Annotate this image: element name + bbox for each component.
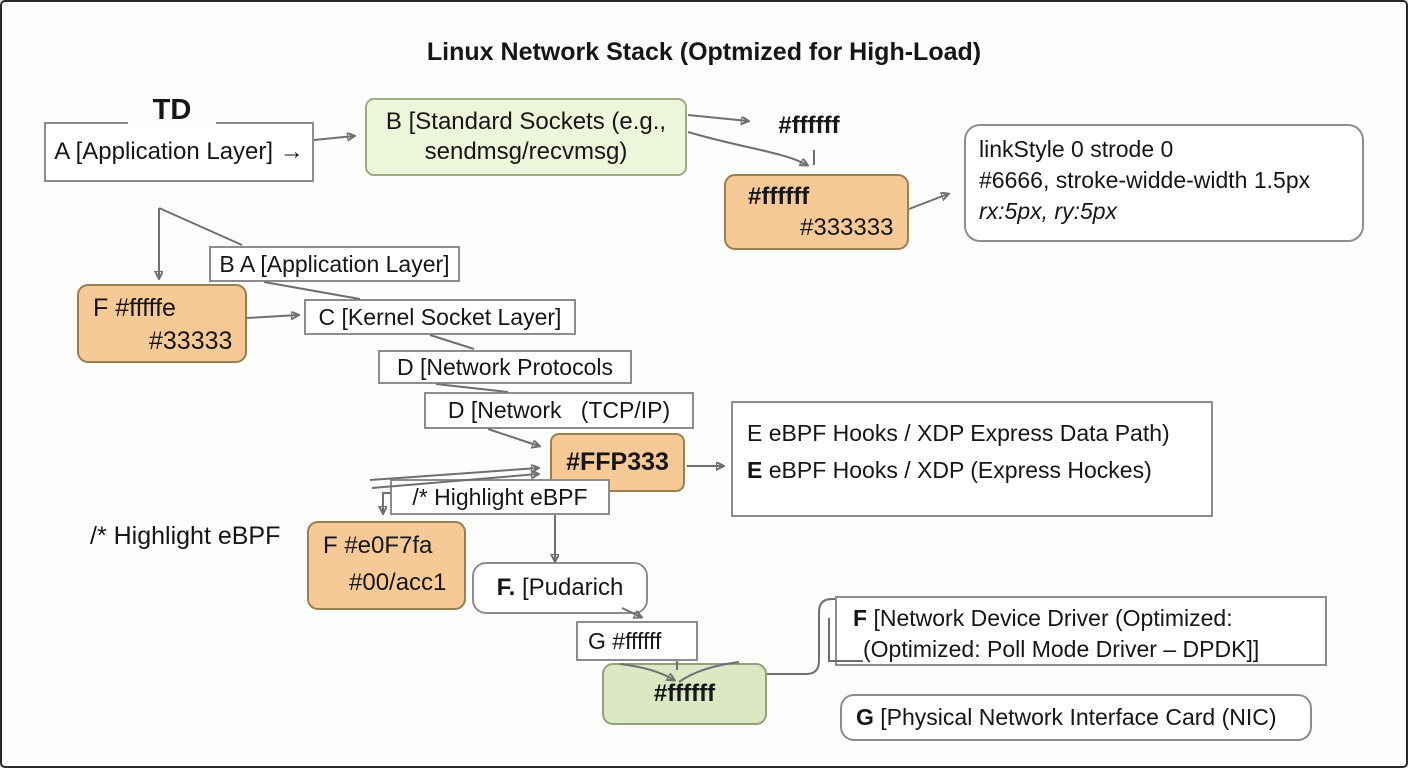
edge-a-to-b (313, 136, 354, 140)
node-b-a-application-layer: B A [Application Layer] (209, 246, 460, 282)
node-fdev-prefix: F (853, 605, 868, 631)
node-highlight-ebpf-comment: /* Highlight eBPF (390, 479, 610, 515)
node-d1-label: D [Network Protocols (396, 353, 613, 380)
node-e-line1: E eBPF Hooks / XDP Express Data Path) (747, 420, 1170, 446)
diagram-title: Linux Network Stack (Optmized for High-L… (426, 38, 982, 66)
node-style1-line1: #ffffff (748, 183, 810, 210)
node-pudarich-text: [Pudarich (515, 574, 624, 601)
node-linkstyle-annotation: linkStyle 0 strode 0 #6666, stroke-widde… (964, 124, 1364, 242)
node-kernel-socket-layer: C [Kernel Socket Layer] (304, 299, 576, 335)
linkstyle-line3: rx:5px, ry:5px (979, 198, 1118, 224)
node-gnic-text: [Physical Network Interface Card (NIC) (873, 704, 1277, 730)
node-fdev-line1-text: [Network Device Driver (Optimized: (867, 605, 1233, 631)
node-style-fffffe: F #fffffe #33333 (77, 284, 247, 363)
node-d2-label: D [Network (TCP/IP) (447, 397, 671, 423)
node-fdev-line1: F [Network Device Driver (Optimized: (853, 603, 1325, 634)
flowchart-direction-label: TD (128, 94, 216, 127)
node-f2-line2: #00/acc1 (349, 569, 447, 596)
node-network-tcpip: D [Network (TCP/IP) (424, 392, 694, 429)
node-ffp-label: #FFP333 (566, 448, 669, 476)
edge-green-to-fdev (767, 598, 835, 675)
edge-label-ffffff: #ffffff (778, 112, 840, 139)
edge-ba-to-c (263, 281, 361, 300)
node-c-label: C [Kernel Socket Layer] (318, 303, 562, 330)
node-e-line2: E eBPF Hooks / XDP (Express Hockes) (747, 452, 1211, 489)
node-network-protocols: D [Network Protocols (378, 350, 632, 384)
node-pudarich: F. [Pudarich (472, 562, 648, 614)
node-e-line2-prefix: E (747, 457, 763, 483)
node-application-layer: A [Application Layer] → (44, 122, 314, 182)
node-fdev-line2: (Optimized: Poll Mode Driver – DPDK]] (863, 636, 1260, 662)
node-e-line2-text: eBPF Hooks / XDP (Express Hockes) (762, 457, 1152, 483)
linkstyle-line1: linkStyle 0 strode 0 (979, 136, 1174, 162)
node-standard-sockets: B [Standard Sockets (e.g., sendmsg/recvm… (365, 98, 687, 176)
edge-f1-to-c (246, 315, 298, 318)
free-label-highlight-ebpf: /* Highlight eBPF (90, 522, 281, 550)
edge-d1-to-d2 (435, 383, 509, 393)
node-f2-line1: F #e0F7fa (323, 532, 433, 559)
node-standard-sockets-line1: B [Standard Sockets (e.g., (385, 108, 667, 135)
node-pudarich-prefix: F. (496, 574, 516, 601)
node-style-e0f7fa: F #e0F7fa #00/acc1 (307, 521, 466, 610)
node-green-label: #ffffff (653, 680, 716, 707)
node-ba-label: B A [Application Layer] (219, 250, 450, 277)
edge-c-to-d1 (429, 334, 475, 350)
node-ebpf-hooks-xdp: E eBPF Hooks / XDP Express Data Path) E … (731, 401, 1213, 517)
edge-style1-to-linkstyle (908, 194, 948, 210)
node-f1-line1: F #fffffe (93, 294, 176, 322)
node-green-ffffff: #ffffff (602, 663, 767, 725)
node-network-device-driver: F [Network Device Driver (Optimized: (Op… (835, 596, 1327, 666)
node-f1-line2: #33333 (149, 327, 233, 355)
node-gnic-prefix: G (856, 704, 874, 730)
node-g-ffffff: G #ffffff (576, 621, 698, 661)
node-standard-sockets-line2: sendmsg/recvmsg) (424, 138, 628, 165)
node-g1-label: G #ffffff (588, 627, 662, 654)
linkstyle-line2: #6666, stroke-widde-width 1.5px (979, 167, 1311, 193)
node-application-layer-label: A [Application Layer] → (54, 138, 304, 165)
edge-b-to-label-ffffff (687, 114, 748, 121)
node-physical-nic: G [Physical Network Interface Card (NIC) (840, 694, 1312, 741)
edge-d2-to-ffp (487, 428, 539, 446)
node-style-ffffff-333333: #ffffff #333333 (724, 174, 909, 250)
node-highlight-label: /* Highlight eBPF (412, 483, 588, 510)
edge-junction-to-ba (158, 207, 243, 246)
node-style1-line2: #333333 (800, 214, 894, 241)
